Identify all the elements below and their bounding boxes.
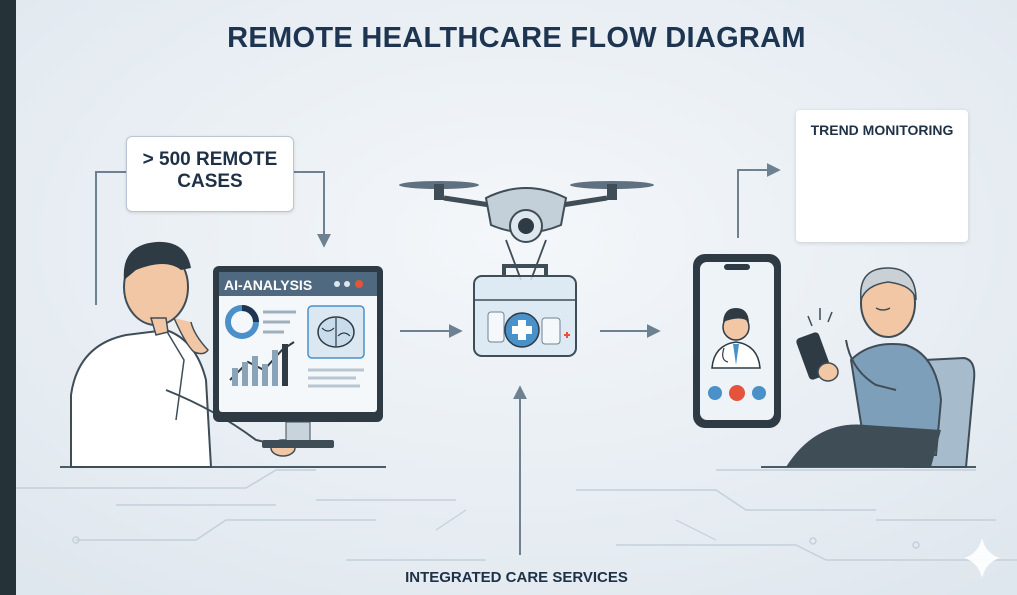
integrated-care-label: INTEGRATED CARE SERVICES — [405, 569, 628, 586]
video-call-doctor — [711, 308, 761, 369]
trend-monitoring-label: TREND MONITORING — [810, 122, 954, 138]
illustration — [16, 0, 1017, 595]
ai-analysis-label: AI-ANALYSIS — [224, 277, 313, 293]
page-title: REMOTE HEALTHCARE FLOW DIAGRAM — [227, 22, 806, 54]
remote-cases-label: > 500 REMOTE CASES — [142, 149, 278, 192]
drone — [399, 181, 654, 281]
sparkle-icon — [964, 538, 1000, 578]
elderly-patient — [786, 267, 976, 468]
circuit-lines — [16, 469, 1017, 561]
doctor-at-computer — [70, 241, 296, 468]
smartphone — [693, 254, 781, 428]
monitor — [213, 266, 383, 448]
medical-kit — [473, 264, 577, 357]
trend-monitoring-box: TREND MONITORING — [796, 110, 968, 242]
remote-cases-box: > 500 REMOTE CASES — [126, 136, 294, 212]
diagram-canvas: > 500 REMOTE CASES TREND MONITORING REMO… — [16, 0, 1017, 595]
flow-arrows — [95, 163, 781, 555]
